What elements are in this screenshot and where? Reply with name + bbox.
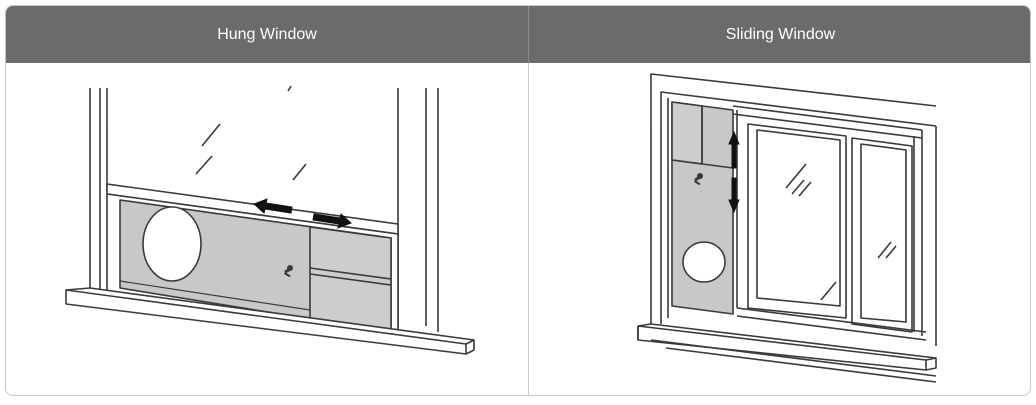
illustration-frame: Hung Window Sliding Window xyxy=(5,5,1031,396)
panel-title-hung-window: Hung Window xyxy=(217,25,317,43)
exhaust-hole xyxy=(142,206,202,282)
screw-icon xyxy=(284,265,293,277)
window-kit-panel-vertical xyxy=(671,101,734,315)
panel-title-sliding-window: Sliding Window xyxy=(725,25,836,43)
double-arrow-horizontal-icon xyxy=(253,198,352,229)
panel-divider xyxy=(528,6,529,395)
hung-window-illustration xyxy=(65,85,475,355)
screw-icon xyxy=(694,173,703,185)
double-arrow-vertical-icon xyxy=(728,130,740,214)
panel-header-hung-window: Hung Window xyxy=(6,6,528,63)
exhaust-hole xyxy=(682,241,726,283)
header-divider xyxy=(528,6,529,63)
panel-header-sliding-window: Sliding Window xyxy=(529,6,1030,63)
